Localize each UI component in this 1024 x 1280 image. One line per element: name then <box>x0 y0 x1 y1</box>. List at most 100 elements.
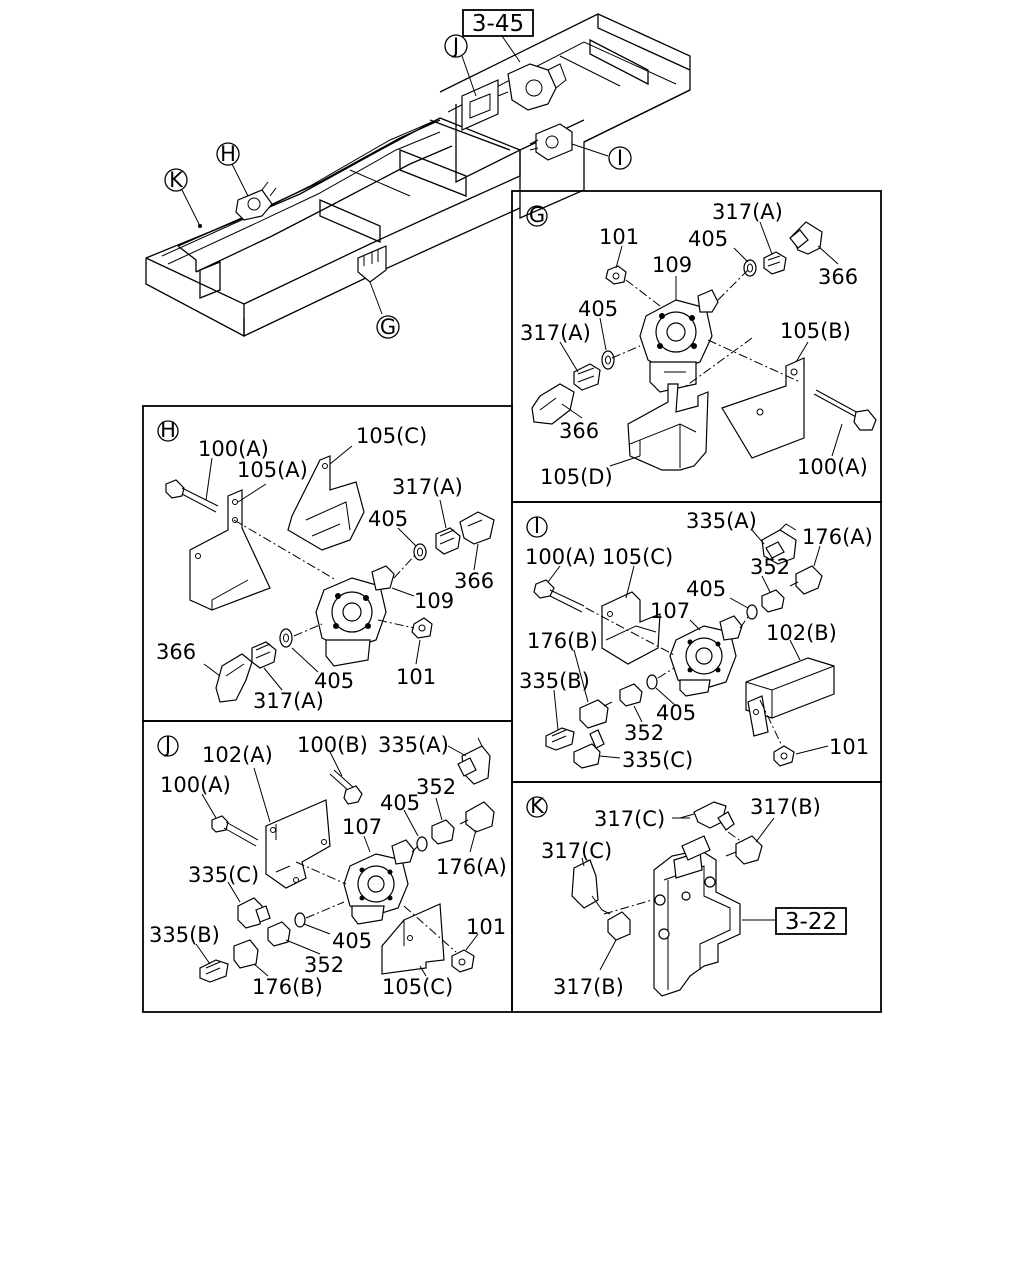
label-335c-j: 335(C) <box>188 863 259 887</box>
callout-h-label: H <box>220 142 236 166</box>
bracket-105d-g[interactable] <box>627 383 709 471</box>
bolt-100a-h[interactable] <box>165 479 219 513</box>
bracket-105c-j[interactable] <box>381 903 445 975</box>
fitting-335c-j[interactable] <box>237 897 271 929</box>
nut-101-g[interactable] <box>605 265 627 285</box>
fitting-335a-i[interactable] <box>761 523 797 565</box>
fitting-176b-j[interactable] <box>233 939 259 969</box>
ref-box-3-22[interactable] <box>775 907 847 935</box>
label-317b-upper-k: 317(B) <box>750 795 821 819</box>
callout-i-circle[interactable] <box>608 146 632 170</box>
fitting-176b-i[interactable] <box>579 699 613 729</box>
fitting-176a-i[interactable] <box>789 565 823 595</box>
label-107-j: 107 <box>342 815 382 839</box>
label-176b-j: 176(B) <box>252 975 323 999</box>
bracket-plate-k[interactable] <box>653 835 741 997</box>
nut-101-j[interactable] <box>451 949 475 973</box>
bolt-100b-j[interactable] <box>329 769 363 805</box>
panel-j-letter: J <box>163 733 171 757</box>
fitting-317a-g-lower[interactable] <box>573 363 601 391</box>
panel-i: I <box>519 509 873 772</box>
label-366-upper-g: 366 <box>818 265 858 289</box>
label-335a-i: 335(A) <box>686 509 757 533</box>
valve-109-h[interactable] <box>315 565 395 667</box>
label-176a-j: 176(A) <box>436 855 507 879</box>
bolt-100a-j[interactable] <box>211 815 259 847</box>
panel-j: J <box>149 733 507 999</box>
nut-101-h[interactable] <box>411 617 433 639</box>
ref-box-3-45[interactable] <box>462 9 534 37</box>
valve-107-j[interactable] <box>343 839 415 925</box>
label-105b-g: 105(B) <box>780 319 851 343</box>
washer-405-i-lower[interactable] <box>646 674 658 690</box>
callout-j-circle[interactable] <box>444 34 468 58</box>
bolt-100a-g[interactable] <box>813 389 877 431</box>
washer-405-h-lower[interactable] <box>279 628 293 648</box>
fitting-176a-j[interactable] <box>459 801 495 833</box>
washer-405-g-lower[interactable] <box>601 350 615 370</box>
fitting-317a-g-upper[interactable] <box>763 251 787 275</box>
bolt-100a-i[interactable] <box>533 579 585 613</box>
valve-107-i[interactable] <box>669 615 743 697</box>
fitting-352-j-lower[interactable] <box>267 921 291 947</box>
bracket-102b-i[interactable] <box>745 657 835 737</box>
label-405-upper-j: 405 <box>380 791 420 815</box>
fitting-317b-k-lower[interactable] <box>607 911 631 941</box>
valve-109-g[interactable] <box>639 289 719 393</box>
label-109-h: 109 <box>414 589 454 613</box>
label-352-lower-j: 352 <box>304 953 344 977</box>
fitting-317a-h-lower[interactable] <box>251 641 277 669</box>
label-366-upper-h: 366 <box>454 569 494 593</box>
frame-valve-h <box>235 181 277 221</box>
panel-g-letter: G <box>529 203 545 227</box>
washer-405-j-lower[interactable] <box>294 912 306 928</box>
bracket-102a-j[interactable] <box>265 799 331 889</box>
elbow-366-g-lower[interactable] <box>531 383 575 425</box>
fitting-317c-k-lower[interactable] <box>571 859 611 915</box>
bracket-105c-i[interactable] <box>601 591 661 665</box>
callout-g-label: G <box>380 315 396 339</box>
panel-k-letter-circle <box>526 796 548 818</box>
fitting-352-i-upper[interactable] <box>761 589 785 613</box>
ref-3-45-label[interactable]: 3-45 <box>472 11 524 37</box>
label-101-g: 101 <box>599 225 639 249</box>
fitting-335c-i[interactable] <box>573 729 605 769</box>
bracket-105a-h[interactable] <box>189 489 271 611</box>
washer-405-h-upper[interactable] <box>413 543 427 561</box>
elbow-366-g-upper[interactable] <box>789 221 823 255</box>
fitting-335b-j[interactable] <box>199 959 229 983</box>
callout-g-circle[interactable] <box>376 315 400 339</box>
bracket-105b-g[interactable] <box>721 357 805 459</box>
overview-frame: 3-45 G <box>145 9 691 339</box>
label-405-lower-h: 405 <box>314 669 354 693</box>
fitting-317c-k-upper[interactable] <box>679 801 735 831</box>
panel-borders <box>142 190 882 1013</box>
label-317a-lower-g: 317(A) <box>520 321 591 345</box>
bracket-105c-h[interactable] <box>287 455 365 551</box>
fitting-335b-i[interactable] <box>545 727 575 751</box>
panel-k-letter: K <box>530 794 545 818</box>
frame-valve-g <box>357 245 387 283</box>
fitting-335a-j[interactable] <box>457 737 491 785</box>
callout-k-circle[interactable] <box>164 168 188 192</box>
label-105d-g: 105(D) <box>540 465 613 489</box>
fitting-317b-k-upper[interactable] <box>725 835 763 865</box>
fitting-352-j-upper[interactable] <box>431 819 455 845</box>
washer-405-i-upper[interactable] <box>746 604 758 620</box>
fitting-317a-h-upper[interactable] <box>435 527 461 555</box>
nut-101-i[interactable] <box>773 745 795 767</box>
label-352-lower-i: 352 <box>624 721 664 745</box>
fitting-352-i-lower[interactable] <box>619 683 643 707</box>
label-405-lower-i: 405 <box>656 701 696 725</box>
elbow-366-h-upper[interactable] <box>459 511 495 545</box>
ref-3-22-label[interactable]: 3-22 <box>785 909 837 935</box>
label-100a-j: 100(A) <box>160 773 231 797</box>
label-352-upper-j: 352 <box>416 775 456 799</box>
callout-i-label: I <box>617 146 623 170</box>
callout-h-circle[interactable] <box>216 142 240 166</box>
panel-g: G <box>520 200 877 489</box>
elbow-366-h-lower[interactable] <box>215 653 253 703</box>
washer-405-j-upper[interactable] <box>416 836 428 852</box>
washer-405-g-upper[interactable] <box>743 259 757 277</box>
